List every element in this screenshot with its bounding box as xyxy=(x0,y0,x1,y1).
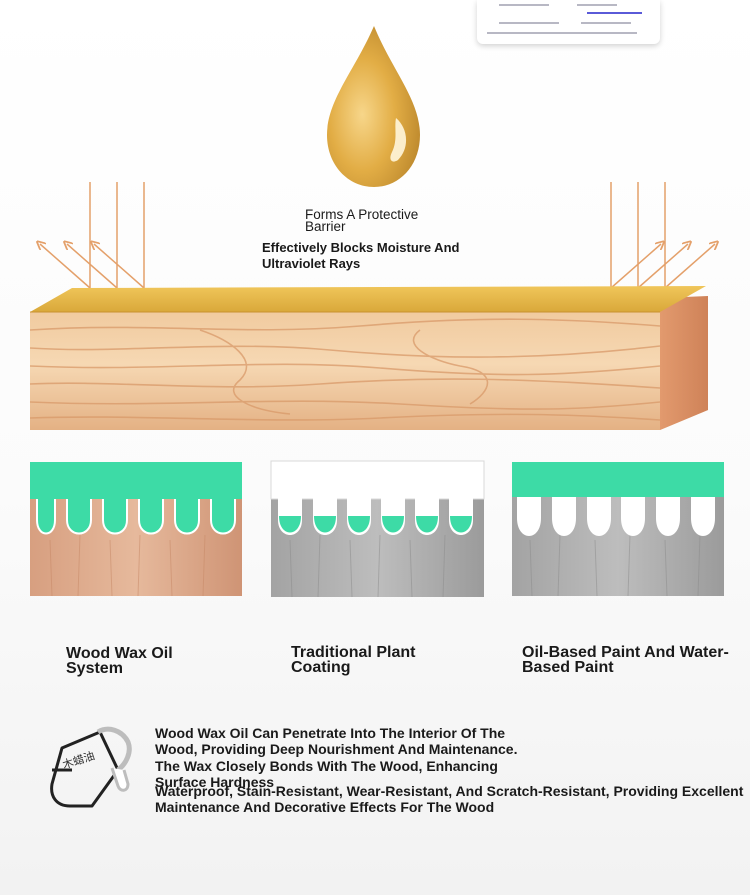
panel-wood-wax-oil xyxy=(30,462,242,597)
description-line: The Wax Closely Bonds With The Wood, Enh… xyxy=(155,758,498,774)
description-line: Surface Hardness xyxy=(155,774,275,790)
description-line: The Wax Closely Bonds With The Wood, Enh… xyxy=(155,758,750,815)
description-line: Waterproof, Stain-Resistant, Wear-Resist… xyxy=(155,783,744,799)
label-oil-water-paint: Oil-Based Paint And Water-Based Paint xyxy=(522,644,729,676)
oil-drop-icon xyxy=(327,26,420,187)
description-line: Wood Wax Oil Can Penetrate Into The Inte… xyxy=(155,725,506,741)
wax-oil-bucket-icon xyxy=(50,726,132,808)
label-wood-wax-oil-system: Wood Wax Oil System xyxy=(66,645,173,677)
reflected-rays-right xyxy=(610,182,715,289)
reflected-rays-left xyxy=(40,182,145,289)
label-traditional-plant-coating: Traditional Plant Coating xyxy=(291,644,416,676)
panel-oil-water-paint xyxy=(512,462,724,597)
description-line: Wood, Providing Deep Nourishment And Mai… xyxy=(155,741,518,757)
panel-traditional-plant-coating xyxy=(270,460,485,598)
description-line: Maintenance And Decorative Effects For T… xyxy=(155,799,495,815)
certificate-thumbnail xyxy=(477,0,660,44)
product-description: Wood Wax Oil Can Penetrate Into The Inte… xyxy=(155,725,750,815)
wax-protective-layer xyxy=(30,286,706,312)
blocks-moisture-subheading: Effectively Blocks Moisture And Ultravio… xyxy=(262,240,460,271)
protective-barrier-heading: Forms A Protective Barrier xyxy=(305,207,419,234)
wood-block xyxy=(29,286,708,430)
